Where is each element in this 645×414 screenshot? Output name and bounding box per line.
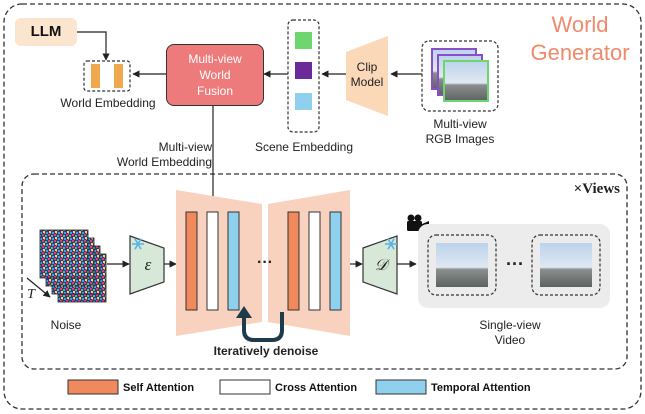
video-ellipsis: ··· xyxy=(506,254,524,274)
video-label-line2: Video xyxy=(494,333,526,347)
inner-frame xyxy=(21,173,628,370)
temporal-attention-block xyxy=(227,211,240,311)
video-frame xyxy=(540,243,592,287)
scene-embedding-label: Scene Embedding xyxy=(254,140,354,154)
iterative-loop-arrow xyxy=(242,312,284,342)
video-frame xyxy=(436,243,488,287)
time-axis-arrow xyxy=(26,277,51,298)
legend-self-label: Self Attention xyxy=(123,382,195,394)
world-embedding-token xyxy=(91,64,100,88)
world-embedding-token xyxy=(114,64,123,88)
decoder-symbol: 𝒟 xyxy=(374,255,388,274)
scene-token-purple xyxy=(295,62,312,79)
encoder-shape xyxy=(129,235,165,295)
self-attention-block xyxy=(185,211,198,311)
self-attention-block xyxy=(287,211,300,311)
clip-line1: Clip xyxy=(356,60,378,74)
outer-frame xyxy=(3,3,642,410)
legend-cross-swatch xyxy=(219,379,271,395)
mv-world-embedding-line1: Multi-view xyxy=(158,140,212,154)
snowflake-icon xyxy=(132,238,144,250)
snowflake-icon xyxy=(385,238,397,250)
views-label: ×Views xyxy=(573,181,620,197)
fusion-line1: Multi-view xyxy=(188,52,242,66)
noise-label: Noise xyxy=(50,318,82,332)
world-embedding-box xyxy=(83,60,131,92)
cross-attention-block xyxy=(206,211,219,311)
rgb-image-front xyxy=(443,60,489,102)
legend-self-swatch xyxy=(67,379,119,395)
noise-frame xyxy=(39,229,89,279)
cross-attention-block xyxy=(308,211,321,311)
time-symbol: T xyxy=(27,287,35,302)
legend-temporal-label: Temporal Attention xyxy=(431,382,531,394)
legend-cross-label: Cross Attention xyxy=(275,382,358,394)
fusion-line3: Fusion xyxy=(196,84,234,98)
title-line2: Generator xyxy=(530,40,630,65)
llm-to-embedding-arrow xyxy=(77,31,110,61)
iterative-label: Iteratively denoise xyxy=(213,344,319,358)
video-frame-box xyxy=(427,234,497,296)
title-line1: World xyxy=(551,12,609,37)
clip-model-shape xyxy=(346,36,388,116)
clip-line2: Model xyxy=(350,75,384,89)
unet-ellipsis: ··· xyxy=(257,254,273,271)
video-label-line1: Single-view xyxy=(479,318,541,332)
scene-token-green xyxy=(295,32,312,49)
encoder-symbol: ε xyxy=(144,255,152,274)
world-embedding-label: World Embedding xyxy=(60,96,156,110)
scene-token-blue xyxy=(295,93,312,110)
mv-world-embedding-line2: World Embedding xyxy=(116,155,212,169)
fusion-box: Multi-view World Fusion xyxy=(166,44,264,106)
iterative-loop-arrowhead xyxy=(236,306,252,318)
legend-temporal-swatch xyxy=(375,379,427,395)
fusion-line2: World xyxy=(199,68,231,82)
decoder-shape xyxy=(362,235,398,295)
rgb-label-line1: Multi-view xyxy=(433,117,487,131)
video-frame-box xyxy=(531,234,601,296)
temporal-attention-block xyxy=(329,211,342,311)
rgb-label-line2: RGB Images xyxy=(425,132,495,146)
llm-box: LLM xyxy=(15,18,77,46)
